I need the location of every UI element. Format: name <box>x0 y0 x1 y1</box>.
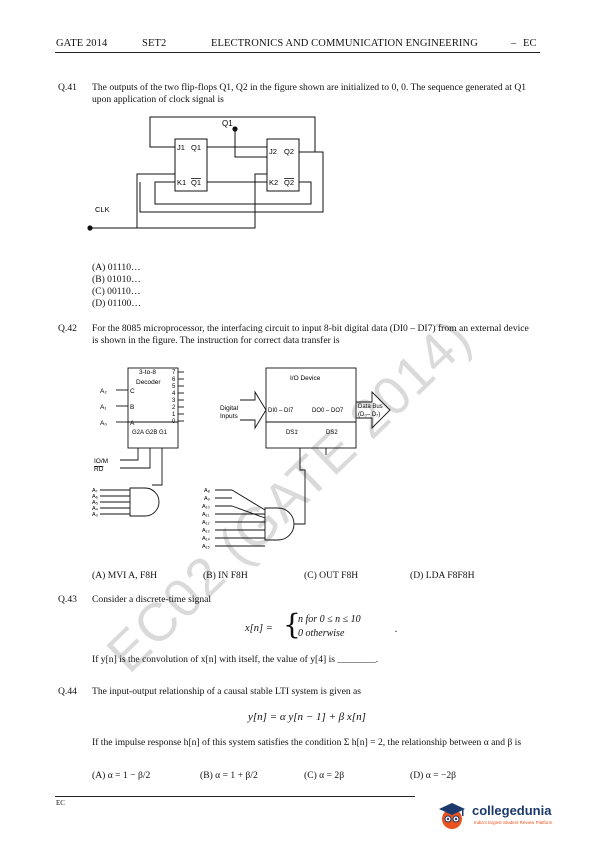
q44-option-a: (A) α = 1 − β/2 <box>92 770 151 781</box>
q43-text: Consider a discrete-time signal <box>92 594 212 605</box>
svg-text:A₃: A₃ <box>92 512 98 518</box>
svg-text:4: 4 <box>172 391 176 397</box>
q42-option-a: (A) MVI A, F8H <box>92 570 158 581</box>
q41-option-b: (B) 01010… <box>92 274 141 285</box>
fig-ds2: DS2 <box>326 430 338 436</box>
fig-q1-label: Q1 <box>222 119 233 128</box>
q42-interface-circuit: 3-to-8 Decoder A₂ A₁ A₀ C B A 7 6 5 4 3 … <box>92 367 391 550</box>
q42-number: Q.42 <box>58 323 77 334</box>
fig-iom: IO/M <box>94 458 108 465</box>
q44-option-d: (D) α = −2β <box>410 770 457 781</box>
svg-text:7: 7 <box>172 370 176 376</box>
q41-option-a: (A) 01110… <box>92 262 141 273</box>
logo-name: collegedunia <box>472 803 552 818</box>
q41-number: Q.41 <box>58 82 77 93</box>
svg-text:0: 0 <box>172 419 176 425</box>
fig-di: DI0 – DI7 <box>268 408 294 414</box>
q43-number: Q.43 <box>58 594 77 605</box>
header-code: EC <box>523 38 537 49</box>
fig-do: DO0 – DO7 <box>312 408 344 414</box>
svg-text:Digital: Digital <box>220 405 239 412</box>
fig-ds1: DS1 <box>286 430 298 436</box>
q41-text: The outputs of the two flip-flops Q1, Q2… <box>92 82 527 105</box>
ff2-box <box>266 138 300 192</box>
logo: collegedunia India's largest Student Rev… <box>436 800 566 834</box>
q42-text: For the 8085 microprocessor, the interfa… <box>92 323 529 346</box>
svg-text:Inputs: Inputs <box>220 413 238 420</box>
fig-q2-out: Q2 <box>284 147 294 156</box>
q41-flipflop-circuit: Q1 J1 Q1 K1 Q1 J2 Q2 K2 Q2 CLK <box>87 116 324 231</box>
fig-j2: J2 <box>269 147 277 156</box>
dec-enables: G2A G2B G1 <box>132 430 168 436</box>
header-subject: ELECTRONICS AND COMMUNICATION ENGINEERIN… <box>211 38 478 49</box>
svg-text:A₆: A₆ <box>92 494 98 500</box>
svg-text:5: 5 <box>172 384 176 390</box>
q43-case1: n for 0 ≤ n ≤ 10 <box>298 614 361 625</box>
fig-q1-out: Q1 <box>191 143 201 152</box>
dec-c: C <box>130 388 135 395</box>
svg-text:A₁₄: A₁₄ <box>202 536 211 542</box>
fig-rd: RD <box>94 466 104 473</box>
svg-text:A₁₀: A₁₀ <box>202 504 210 510</box>
q44-text2: If the impulse response h[n] of this sys… <box>92 737 522 748</box>
fig-j1: J1 <box>177 143 185 152</box>
footer-code: EC <box>56 799 65 807</box>
q42-option-b: (B) IN F8H <box>203 570 248 581</box>
fig-k2: K2 <box>269 178 278 187</box>
svg-text:3: 3 <box>172 398 176 404</box>
q44-option-b: (B) α = 1 + β/2 <box>200 770 258 781</box>
q43-case2: 0 otherwise <box>298 628 345 639</box>
svg-text:A₁₃: A₁₃ <box>202 528 210 534</box>
svg-text:A₂: A₂ <box>100 388 107 395</box>
q44-option-c: (C) α = 2β <box>304 770 345 781</box>
q44-number: Q.44 <box>58 686 77 697</box>
ff1-box <box>174 138 208 192</box>
footer-rule <box>55 796 415 797</box>
q42-option-d: (D) LDA F8F8H <box>410 570 475 581</box>
q41-option-d: (D) 01100… <box>92 298 141 309</box>
header-dash: – <box>511 38 517 49</box>
fig-io-device: I/O Device <box>290 375 321 382</box>
header-rule <box>55 52 540 53</box>
svg-text:A₇: A₇ <box>92 488 98 494</box>
svg-text:3-to-8: 3-to-8 <box>139 369 156 376</box>
dec-b: B <box>130 404 134 411</box>
svg-text:2: 2 <box>172 405 176 411</box>
svg-text:6: 6 <box>172 377 176 383</box>
q44-eq: y[n] = α y[n − 1] + β x[n] <box>248 711 366 723</box>
fig-q2-bar: Q2 <box>284 178 294 187</box>
io-device-box <box>265 367 357 449</box>
svg-text:A₁₅: A₁₅ <box>202 544 210 550</box>
logo-tagline: India's largest Student Review Platform <box>474 820 553 825</box>
q42-option-c: (C) OUT F8H <box>304 570 359 581</box>
q41-option-c: (C) 00110… <box>92 286 141 297</box>
q43-question: If y[n] is the convolution of x[n] with … <box>92 654 379 665</box>
fig-q1-bar: Q1 <box>191 178 201 187</box>
graduate-mascot-icon <box>439 803 465 829</box>
svg-text:A₁: A₁ <box>100 404 107 411</box>
svg-text:A₁₂: A₁₂ <box>202 520 210 526</box>
svg-text:A₉: A₉ <box>204 496 210 502</box>
svg-text:Decoder: Decoder <box>136 379 161 386</box>
header-exam: GATE 2014 <box>56 38 108 49</box>
dec-a: A <box>130 420 135 427</box>
svg-text:Data Bus: Data Bus <box>358 404 383 410</box>
svg-text:1: 1 <box>172 412 176 418</box>
q44-text: The input-output relationship of a causa… <box>92 686 362 697</box>
fig-k1: K1 <box>177 178 186 187</box>
svg-text:A₀: A₀ <box>100 420 107 427</box>
svg-text:A₄: A₄ <box>92 506 99 512</box>
q43-brace: { <box>283 608 301 641</box>
q43-eq-end: . <box>395 624 398 635</box>
fig-clk: CLK <box>95 205 110 214</box>
decoder-box <box>127 367 179 449</box>
header-set: SET2 <box>142 38 167 49</box>
svg-text:A₈: A₈ <box>204 488 210 494</box>
svg-text:(D₀– D₇): (D₀– D₇) <box>358 412 380 418</box>
svg-text:A₁₁: A₁₁ <box>202 512 210 518</box>
svg-text:A₅: A₅ <box>92 500 98 506</box>
q43-eq-lhs: x[n] = <box>245 623 273 634</box>
